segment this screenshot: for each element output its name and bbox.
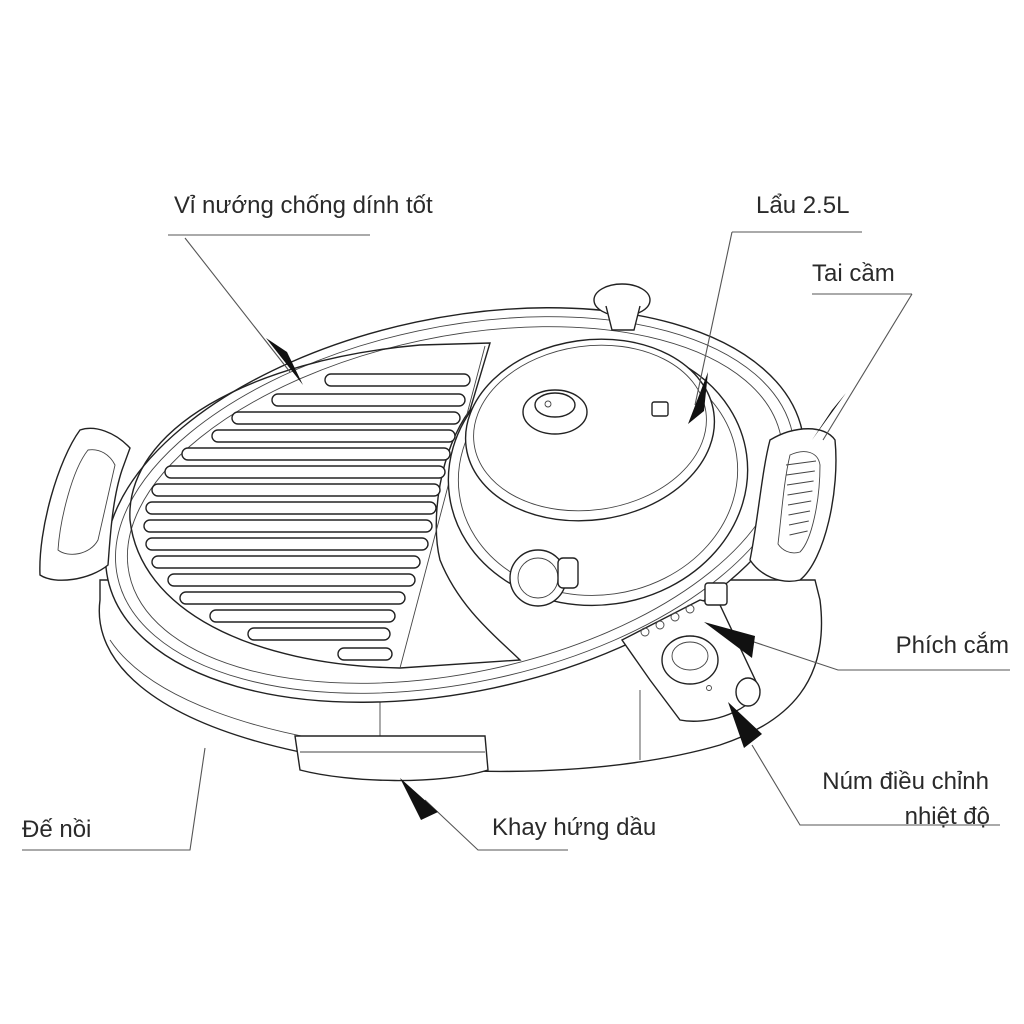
grill-plate xyxy=(129,342,522,669)
label-plug: Phích cắm xyxy=(895,632,1009,659)
oil-tray xyxy=(294,735,489,782)
grill-bar xyxy=(324,373,471,387)
left-handle xyxy=(39,427,131,581)
grill-bar xyxy=(143,519,433,533)
hot-pot xyxy=(447,283,749,607)
right-handle xyxy=(749,428,837,582)
label-grill-plate: Vỉ nướng chống dính tốt xyxy=(174,192,433,219)
handle-rib xyxy=(786,470,815,476)
handle-rib xyxy=(788,510,811,516)
grill-bar xyxy=(209,609,396,623)
grill-bar xyxy=(167,573,416,587)
grill-bar xyxy=(231,411,461,425)
arrowheads xyxy=(266,338,846,820)
handle-rib xyxy=(786,480,814,486)
arrow-plug xyxy=(704,622,755,658)
arrow-grill xyxy=(266,338,303,385)
leader-lines xyxy=(22,231,1010,851)
arrow-knob xyxy=(728,702,762,748)
grill-bar xyxy=(164,465,446,479)
handle-rib xyxy=(789,530,808,536)
grill-bar xyxy=(337,647,393,661)
handle-rib xyxy=(787,490,813,496)
grill-bar xyxy=(145,501,437,515)
grill-bar xyxy=(179,591,406,605)
grill-bar xyxy=(151,555,421,569)
label-knob-line1: Núm điều chỉnh xyxy=(822,768,989,795)
handle-rib xyxy=(787,500,812,506)
grill-bar xyxy=(145,537,429,551)
grill-bar xyxy=(181,447,451,461)
label-oil-tray: Khay hứng dầu xyxy=(492,814,657,841)
arrow-tray xyxy=(400,778,438,820)
handle-rib xyxy=(788,520,809,526)
grill-bar xyxy=(247,627,391,641)
label-hot-pot: Lẩu 2.5L xyxy=(756,192,850,219)
label-handle: Tai cầm xyxy=(812,260,895,287)
grill-bar xyxy=(271,393,466,407)
label-base: Đế nồi xyxy=(22,816,92,843)
label-knob-line2: nhiệt độ xyxy=(904,803,990,830)
grill-bar xyxy=(151,483,441,497)
arrow-handle xyxy=(812,393,846,440)
grill-bar xyxy=(211,429,456,443)
handle-rib xyxy=(785,460,817,466)
arrow-pot xyxy=(688,372,708,424)
